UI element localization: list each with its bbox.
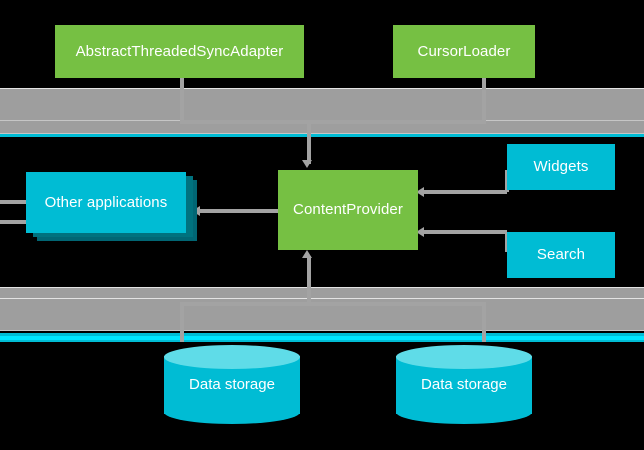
connector-content-provider-to-storage bbox=[307, 256, 311, 306]
node-label: Data storage bbox=[421, 376, 507, 393]
layer-divider-cyan-upper bbox=[0, 134, 644, 137]
connector-stub-left-lower bbox=[0, 220, 28, 224]
connector-widgets-to-content-provider bbox=[424, 190, 507, 194]
node-label: ContentProvider bbox=[293, 201, 403, 219]
cylinder-bottom-ellipse bbox=[396, 400, 532, 424]
node-content-provider[interactable]: ContentProvider bbox=[278, 170, 418, 250]
arrowhead-down-content-provider bbox=[302, 160, 312, 168]
layer-band-lower-thin bbox=[0, 288, 644, 298]
connector-bottom-rail bbox=[180, 302, 486, 306]
arrowhead-up-content-provider bbox=[302, 250, 312, 258]
node-search[interactable]: Search bbox=[507, 232, 615, 278]
layer-divider-cyan-lower-soft bbox=[0, 340, 644, 342]
band-hairline-upper-lower bbox=[0, 133, 644, 134]
connector-storage-right-stem bbox=[482, 302, 486, 342]
band-hairline-lower-bottom bbox=[0, 330, 644, 331]
cylinder-top-ellipse bbox=[164, 345, 300, 369]
node-cursor-loader[interactable]: CursorLoader bbox=[393, 25, 535, 78]
connector-top-rail bbox=[180, 120, 486, 124]
node-label: Search bbox=[536, 246, 586, 264]
node-label: CursorLoader bbox=[417, 42, 511, 60]
band-hairline-top-upper bbox=[0, 88, 644, 89]
connector-into-content-provider-top bbox=[307, 120, 311, 164]
node-label: Widgets bbox=[533, 158, 589, 176]
arrowhead-left-search bbox=[416, 227, 424, 237]
layer-band-upper-thin bbox=[0, 121, 644, 133]
node-other-applications[interactable]: Other applications bbox=[26, 172, 186, 233]
connector-search-to-content-provider bbox=[424, 230, 507, 234]
node-label: Data storage bbox=[189, 376, 275, 393]
layer-divider-cyan-lower-bright bbox=[0, 336, 644, 340]
node-data-storage-right[interactable]: Data storage bbox=[396, 345, 532, 424]
layer-divider-cyan-lower bbox=[0, 333, 644, 336]
node-data-storage-left[interactable]: Data storage bbox=[164, 345, 300, 424]
connector-cursor-loader-stem bbox=[482, 78, 486, 124]
connector-sync-adapter-stem bbox=[180, 78, 184, 124]
cylinder-bottom-ellipse bbox=[164, 400, 300, 424]
node-abstract-threaded-sync-adapter[interactable]: AbstractThreadedSyncAdapter bbox=[55, 25, 304, 78]
connector-content-provider-to-other-apps bbox=[200, 209, 288, 213]
connector-storage-left-stem bbox=[180, 302, 184, 342]
node-label: Other applications bbox=[44, 193, 168, 211]
band-hairline-lower-mid bbox=[0, 298, 644, 299]
arrowhead-left-widgets bbox=[416, 187, 424, 197]
node-label: AbstractThreadedSyncAdapter bbox=[75, 42, 284, 60]
connector-stub-left-upper bbox=[0, 200, 28, 204]
layer-band-upper bbox=[0, 89, 644, 120]
band-hairline-lower-upper bbox=[0, 287, 644, 288]
cylinder-top-ellipse bbox=[396, 345, 532, 369]
node-widgets[interactable]: Widgets bbox=[507, 144, 615, 190]
